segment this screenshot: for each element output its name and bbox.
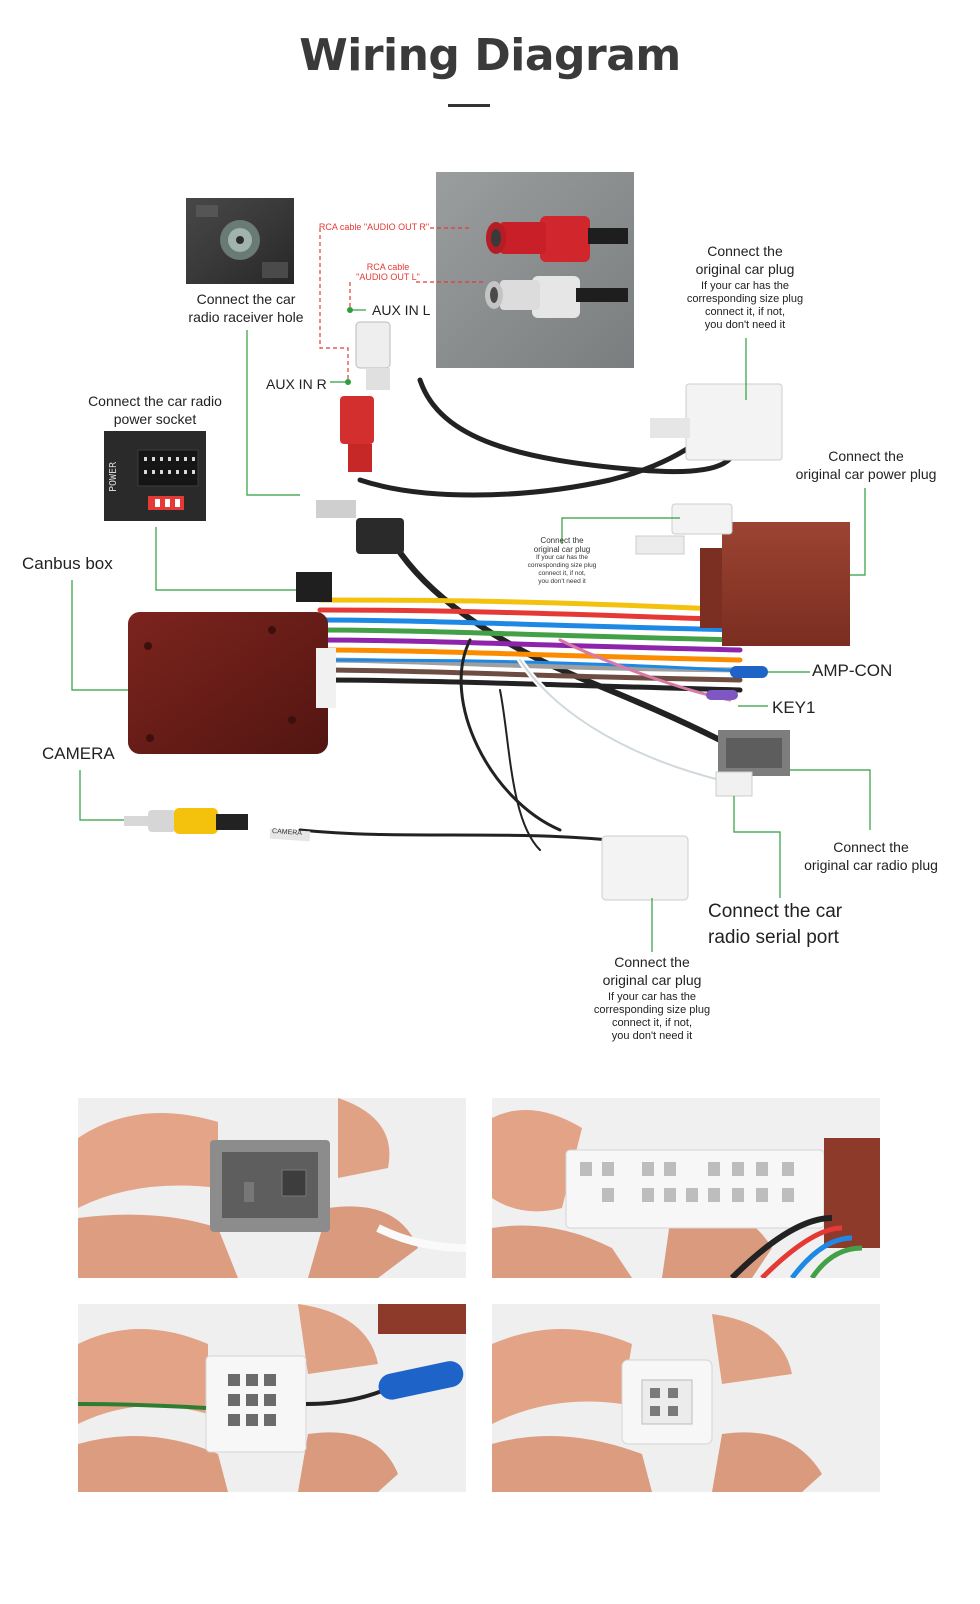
aux-in-r-label: AUX IN R [266, 376, 327, 392]
rca-out-l-label-line2: "AUDIO OUT L" [356, 272, 420, 282]
amp-con-tip [730, 666, 768, 678]
bottom-plug-note-line3: connect it, if not, [611, 1017, 693, 1029]
bottom-plug-note: If your car has the corresponding size p… [580, 991, 724, 1043]
top-plug-note-line1: If your car has the [700, 280, 790, 292]
camera-rca-plug [124, 808, 248, 834]
bottom-original-car-plug [601, 835, 689, 901]
original-power-plug [700, 522, 850, 646]
radio-plug-label: Connect the original car radio plug [796, 838, 946, 874]
top-plug-note: If your car has the corresponding size p… [670, 280, 820, 332]
bottom-plug-label-line1: Connect the [614, 954, 690, 970]
camera-label: CAMERA [42, 744, 115, 763]
original-radio-plug [718, 730, 790, 776]
canbus-box-label: Canbus box [22, 554, 113, 573]
bottom-plug-label-line2: original car plug [602, 972, 702, 988]
small-plug-label-line1: Connect the [540, 536, 584, 545]
leader-lines [71, 309, 871, 952]
radio-plug-label-line1: Connect the [833, 839, 909, 855]
power-plug-label-line1: Connect the [828, 448, 904, 464]
top-plug-note-line2: corresponding size plug [686, 293, 804, 305]
small-plug-note-line3: connect it, if not, [538, 570, 586, 577]
power-socket-connector [296, 572, 332, 602]
top-plug-note-line3: connect it, if not, [704, 306, 786, 318]
top-original-car-plug [650, 383, 783, 461]
radio-hole-label: Connect the car radio raceiver hole [176, 290, 316, 326]
photo-small-white-connector [492, 1304, 880, 1492]
power-socket-label-line1: Connect the car radio [88, 393, 222, 409]
bottom-plug-note-line1: If your car has the [607, 991, 697, 1003]
power-socket-marking: POWER [108, 461, 119, 493]
amp-con-label: AMP-CON [812, 661, 893, 680]
serial-port-label: Connect the car radio serial port [708, 899, 842, 951]
power-plug-label-line2: original car power plug [795, 466, 937, 482]
small-plug-label-line2: original car plug [533, 545, 591, 554]
aux-in-l-label: AUX IN L [372, 302, 431, 318]
power-plug-label: Connect the original car power plug [786, 447, 946, 483]
radio-hole-label-line2: radio raceiver hole [188, 309, 304, 325]
radio-plug-label-line2: original car radio plug [804, 857, 938, 873]
photo-grey-connector [78, 1098, 466, 1278]
radio-hole-label-line1: Connect the car [196, 291, 296, 307]
small-original-car-plug [635, 503, 733, 555]
serial-port-label-line1: Connect the car [708, 901, 843, 922]
canbus-box [128, 612, 336, 754]
top-plug-label: Connect the original car plug [670, 242, 820, 278]
small-plug-note-line1: If your car has the [535, 554, 589, 561]
antenna-plug [316, 500, 404, 554]
page-title: Wiring Diagram [299, 30, 681, 81]
photo-white-multipin-connector [492, 1098, 880, 1278]
small-plug-note-line2: corresponding size plug [527, 562, 597, 569]
photo-white-square-connector [78, 1304, 466, 1492]
rca-out-l-label: RCA cable "AUDIO OUT L" [348, 262, 428, 282]
title-underline [448, 104, 490, 107]
serial-port-label-line2: radio serial port [708, 927, 839, 948]
wiring-diagram [71, 172, 871, 952]
rca-out-l-label-line1: RCA cable [366, 262, 410, 272]
top-plug-label-line2: original car plug [695, 261, 795, 277]
bottom-plug-note-line4: you don't need it [611, 1030, 693, 1042]
small-plug-note-line4: you don't need it [538, 578, 586, 585]
aux-in-r-plug [340, 396, 374, 472]
key1-label: KEY1 [772, 698, 816, 717]
rca-out-r-label: RCA cable "AUDIO OUT R" [318, 222, 430, 232]
key1-tip [706, 690, 738, 700]
serial-port-connector [715, 771, 753, 797]
top-plug-label-line1: Connect the [707, 243, 783, 259]
bottom-plug-label: Connect the original car plug [580, 953, 724, 989]
radio-receiver-hole-photo [186, 198, 294, 284]
power-socket-label: Connect the car radio power socket [70, 392, 240, 428]
bottom-plug-note-line2: corresponding size plug [593, 1004, 711, 1016]
harness-wires [298, 377, 762, 851]
top-plug-note-line4: you don't need it [704, 319, 786, 331]
power-socket-photo [104, 431, 206, 521]
rca-plugs-photo [436, 172, 634, 368]
small-plug-label: Connect the original car plug If your ca… [516, 536, 608, 586]
aux-in-l-plug [355, 321, 391, 390]
camera-tag [269, 828, 311, 842]
power-socket-label-line2: power socket [113, 411, 197, 427]
